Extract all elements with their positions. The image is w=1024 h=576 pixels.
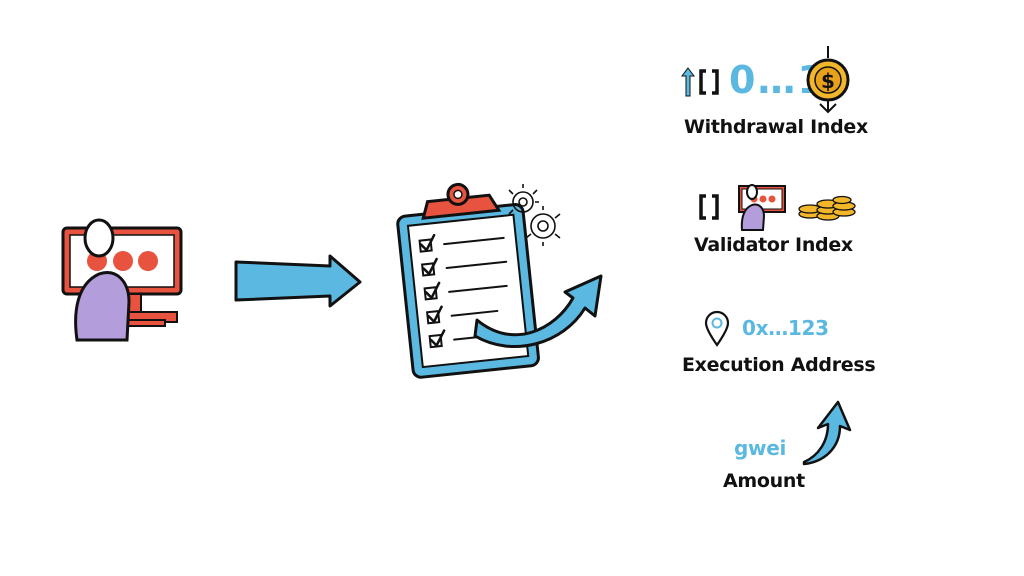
execution-address-value: 0x…123: [742, 316, 829, 340]
validator-bracket-icon: [699, 194, 719, 220]
big-arrow-right: [234, 254, 362, 308]
array-bracket-icon: [699, 69, 719, 95]
validator-index-label: Validator Index: [694, 234, 853, 256]
validator-person-icon: [738, 184, 786, 231]
clipboard-checklist-icon: [396, 182, 603, 379]
increment-arrow-icon: [681, 67, 695, 97]
gold-coins-icon: [798, 195, 856, 221]
amount-label: Amount: [723, 470, 805, 492]
user-at-computer-icon: [61, 218, 183, 342]
location-pin-icon: [704, 310, 730, 347]
execution-address-label: Execution Address: [682, 354, 876, 376]
curved-arrow-up: [802, 400, 852, 466]
dollar-coin-icon: $: [806, 46, 850, 114]
amount-unit: gwei: [734, 436, 787, 460]
svg-text:$: $: [821, 69, 835, 93]
withdrawal-index-label: Withdrawal Index: [684, 116, 868, 138]
